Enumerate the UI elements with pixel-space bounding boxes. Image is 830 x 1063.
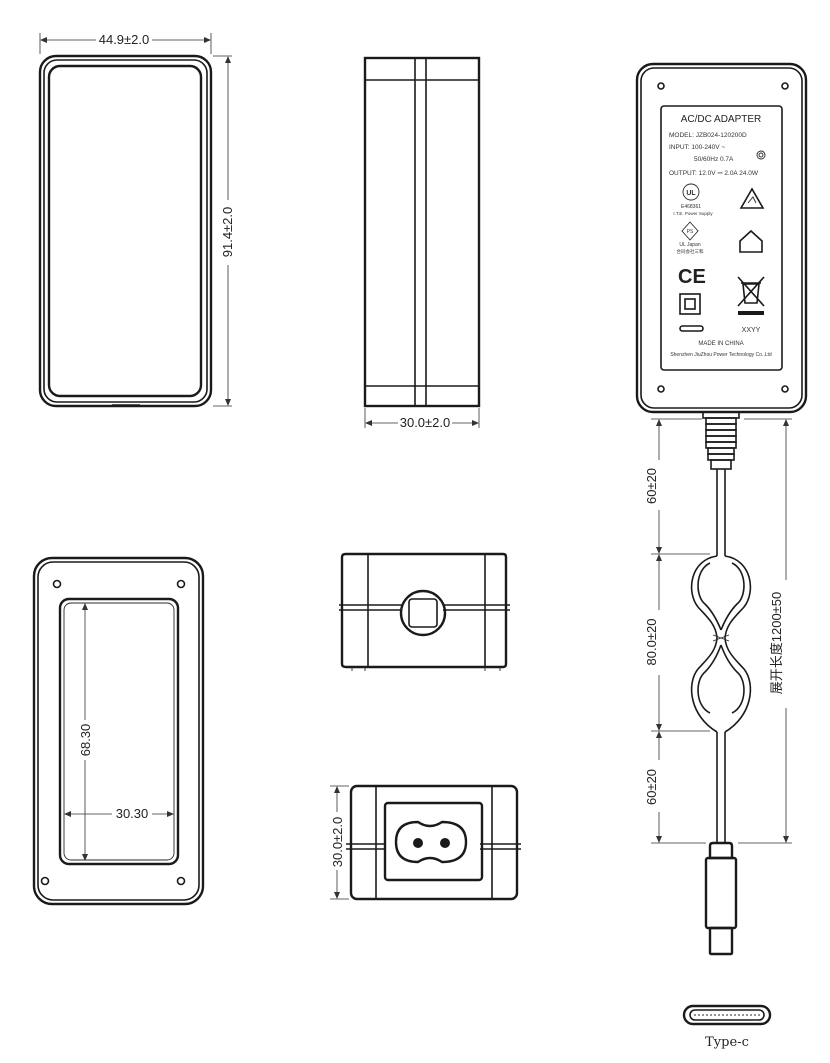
type-c-label: Type-c: [705, 1035, 749, 1050]
label-made-in: MADE IN CHINA: [698, 341, 743, 347]
label-date-code: XXYY: [742, 327, 761, 334]
label-input-1: INPUT: 100-240V ~: [669, 144, 725, 151]
label-japan-sub: 合同会社三和: [677, 248, 704, 255]
back-inner-width-dimension: 30.30: [64, 806, 174, 821]
end-height-dimension: 30.0±2.0: [330, 785, 349, 900]
front-width-label: 44.9±2.0: [99, 32, 150, 47]
screw-hole-icon: [657, 82, 665, 90]
front-view: [38, 54, 213, 408]
label-manufacturer: Shenzhen JiuZhou Power Technology Co.,Lt…: [670, 352, 772, 358]
class-ii-icon: [679, 293, 701, 315]
rcm-icon: [739, 187, 765, 209]
pse-diamond-icon: PS: [681, 221, 699, 241]
label-ul-file: E468361: [681, 204, 701, 210]
screw-hole-icon: [176, 876, 186, 886]
back-inner-height-dimension: 68.30: [78, 603, 93, 861]
label-model: MODEL: JZB024-120200D: [669, 132, 747, 139]
indicator-led-icon: [756, 150, 766, 160]
label-input-2: 50/60Hz 0.7A: [694, 156, 734, 163]
cable-total-length-label: 展开长度1200±50: [769, 592, 784, 695]
top-view: [339, 552, 510, 671]
label-title: AC/DC ADAPTER: [681, 114, 762, 125]
end-height-label: 30.0±2.0: [330, 817, 345, 868]
ul-listed-icon: UL: [682, 183, 700, 201]
svg-text:PS: PS: [687, 229, 694, 235]
cable-dimensions: 60±20 80.0±20 60±20 展开长度1200±50: [644, 418, 792, 844]
ce-mark-icon: CE: [678, 266, 706, 288]
front-height-label: 91.4±2.0: [220, 207, 235, 258]
end-view: [346, 784, 521, 901]
front-height-dimension: 91.4±2.0: [213, 55, 235, 407]
adapter-label-view: AC/DC ADAPTER MODEL: JZB024-120200D INPU…: [635, 62, 808, 414]
cable: [690, 469, 752, 843]
weee-bin-icon: [737, 276, 765, 315]
indoor-use-icon: [739, 229, 763, 253]
back-view: [32, 556, 205, 906]
side-depth-label: 30.0±2.0: [400, 415, 451, 430]
type-c-plug: [704, 841, 738, 956]
type-c-end-view: Type-c: [682, 1004, 772, 1050]
label-ul-japan: UL Japan: [679, 242, 700, 248]
side-depth-dimension: 30.0±2.0: [364, 408, 480, 430]
c8-inlet-icon: [394, 820, 468, 864]
usb-c-icon: [679, 325, 704, 332]
screw-hole-icon: [657, 385, 665, 393]
screw-hole-icon: [781, 385, 789, 393]
side-view: [363, 56, 481, 408]
label-ite: I.T.E. Power Supply: [673, 211, 713, 216]
label-output: OUTPUT: 12.0V ⎓ 2.0A 24.0W: [669, 170, 759, 177]
front-width-dimension: 44.9±2.0: [39, 32, 212, 54]
back-inner-width-label: 30.30: [116, 806, 149, 821]
svg-text:UL: UL: [686, 190, 696, 197]
screw-hole-icon: [781, 82, 789, 90]
strain-relief: [702, 411, 740, 470]
screw-hole-icon: [40, 876, 50, 886]
screw-hole-icon: [176, 579, 186, 589]
back-inner-height-label: 68.30: [78, 724, 93, 757]
cable-coil-length-label: 80.0±20: [644, 619, 659, 666]
cable-bottom-length-label: 60±20: [644, 769, 659, 805]
screw-hole-icon: [52, 579, 62, 589]
cable-top-length-label: 60±20: [644, 468, 659, 504]
